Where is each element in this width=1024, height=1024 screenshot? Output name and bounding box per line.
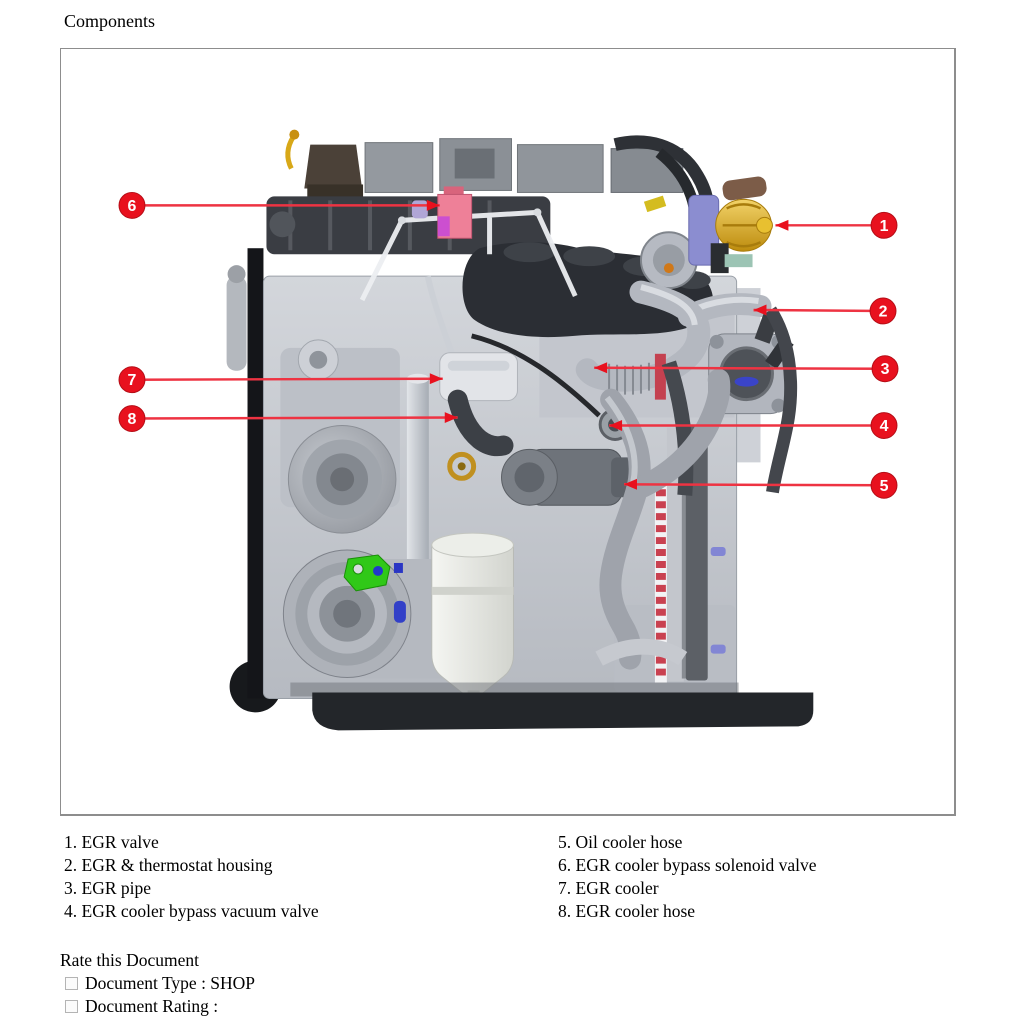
page-title: Components xyxy=(64,11,156,31)
legend-item: 3. EGR pipe xyxy=(64,878,152,898)
svg-text:2: 2 xyxy=(879,303,888,320)
right-stack xyxy=(654,353,726,683)
callout-5: 5 xyxy=(624,471,898,499)
alternator xyxy=(287,425,397,534)
document-type-label: Document Type : SHOP xyxy=(85,973,256,993)
egr-valve xyxy=(639,176,773,290)
callout-4: 4 xyxy=(609,412,898,439)
legend-item: 2. EGR & thermostat housing xyxy=(64,855,273,875)
rate-document-heading: Rate this Document xyxy=(60,950,200,970)
legend-item: 8. EGR cooler hose xyxy=(558,901,696,921)
callout-8: 8 xyxy=(118,405,458,432)
document-type-checkbox[interactable] xyxy=(65,977,78,990)
document-rating-checkbox[interactable] xyxy=(65,1000,78,1013)
document-rating-row: Document Rating : xyxy=(65,995,255,1018)
oil-pan xyxy=(312,692,814,731)
svg-text:7: 7 xyxy=(128,372,137,389)
svg-text:3: 3 xyxy=(881,361,890,378)
legend-item: 1. EGR valve xyxy=(64,832,159,852)
svg-text:8: 8 xyxy=(128,411,137,428)
callout-3: 3 xyxy=(594,355,899,383)
dipstick xyxy=(285,135,296,170)
legend-item: 7. EGR cooler xyxy=(558,878,659,898)
callout-6: 6 xyxy=(118,191,440,219)
oil-filter xyxy=(431,532,514,705)
svg-text:6: 6 xyxy=(128,198,137,215)
legend-item: 4. EGR cooler bypass vacuum valve xyxy=(64,901,319,921)
svg-text:4: 4 xyxy=(880,418,889,435)
document-rating-label: Document Rating : xyxy=(85,996,219,1016)
legend-column-left: 1. EGR valve 2. EGR & thermostat housing… xyxy=(64,831,558,923)
oil-cooler-hose xyxy=(595,360,731,670)
starter-motor xyxy=(501,448,635,506)
egr-cooler xyxy=(439,352,518,402)
legend-column-right: 5. Oil cooler hose 6. EGR cooler bypass … xyxy=(558,831,817,923)
callout-2: 2 xyxy=(753,297,897,325)
drive-belt xyxy=(226,248,282,713)
engine-diagram: 1 2 3 4 5 6 7 8 xyxy=(118,129,899,731)
legend-item: 5. Oil cooler hose xyxy=(558,832,683,852)
solenoid-valve xyxy=(411,186,473,239)
svg-text:1: 1 xyxy=(880,218,889,235)
legend: 1. EGR valve 2. EGR & thermostat housing… xyxy=(64,831,817,923)
callout-layer: 1 2 3 4 5 6 7 8 xyxy=(118,191,899,499)
legend-item: 6. EGR cooler bypass solenoid valve xyxy=(558,855,817,875)
callout-1: 1 xyxy=(775,211,898,239)
rate-document-section: Rate this Document Document Type : SHOP … xyxy=(60,949,255,1018)
document-type-row: Document Type : SHOP xyxy=(65,972,255,995)
engine-illustration xyxy=(226,129,814,731)
oil-separator xyxy=(304,144,363,189)
green-bracket xyxy=(343,554,391,592)
egr-cooler-hose xyxy=(447,389,514,457)
callout-7: 7 xyxy=(118,366,443,394)
components-figure: 1 2 3 4 5 6 7 8 xyxy=(60,48,956,816)
svg-text:5: 5 xyxy=(880,478,889,495)
